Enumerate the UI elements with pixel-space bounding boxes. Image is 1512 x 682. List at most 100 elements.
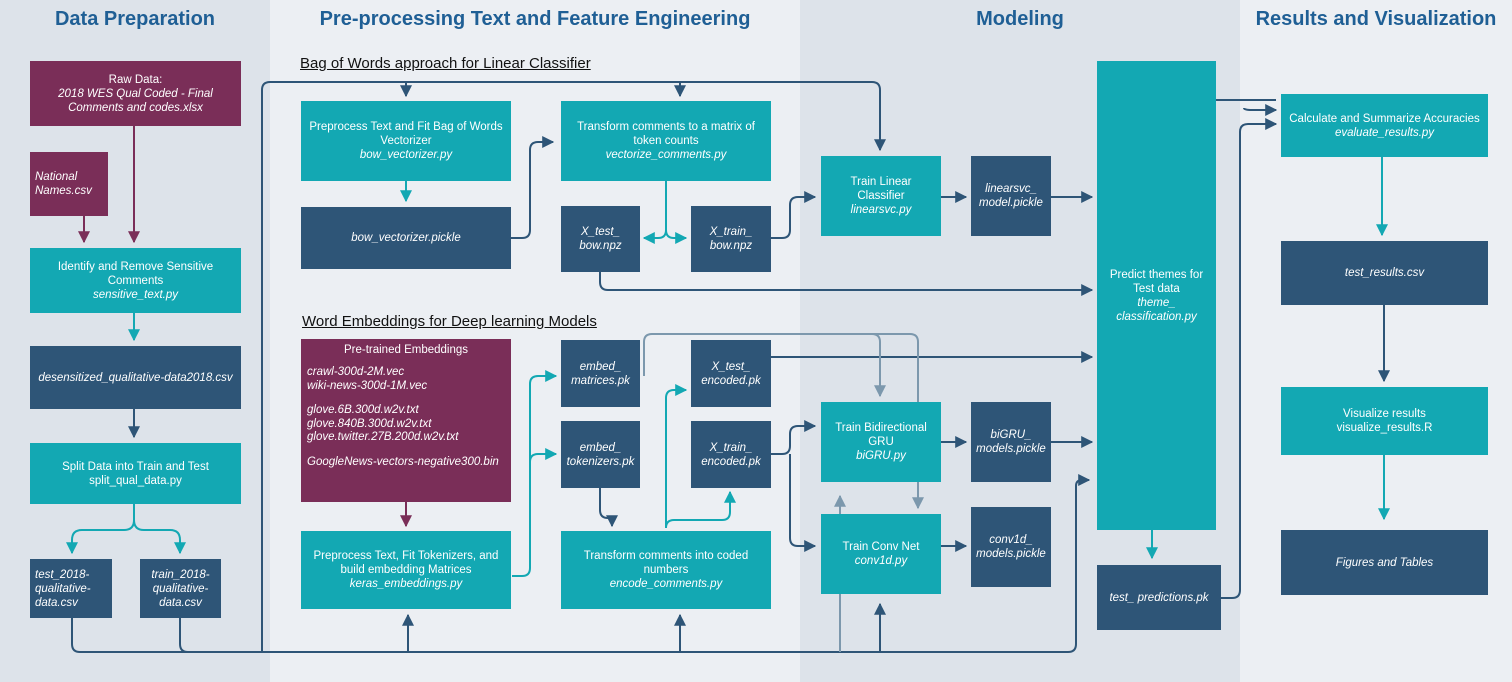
- box-transform-coded-file: encode_comments.py: [609, 578, 723, 590]
- column-title-data-preparation: Data Preparation: [54, 8, 216, 30]
- box-identify-sensitive[interactable]: Identify and Remove Sensitive Comments s…: [30, 248, 241, 313]
- arrow-keras-to-embed-matrices: [512, 370, 558, 577]
- box-test-predictions-file: test_ predictions.pk: [1109, 591, 1209, 604]
- box-test-predictions[interactable]: test_ predictions.pk: [1097, 565, 1221, 630]
- box-train-linear[interactable]: Train Linear Classifier linearsvc.py: [821, 156, 941, 236]
- box-train-csv[interactable]: train_2018-qualitative-data.csv: [140, 559, 221, 618]
- embedding-file-crawl: crawl-300d-2M.vec: [307, 366, 405, 378]
- box-embed-matrices-file: embed_ matrices.pk: [571, 360, 630, 387]
- box-split-data[interactable]: Split Data into Train and Test split_qua…: [30, 443, 241, 504]
- box-visualize-results-title: Visualize results: [1343, 408, 1426, 420]
- box-raw-data-file: 2018 WES Qual Coded - Final Comments and…: [58, 87, 213, 114]
- arrow-transform-coded-to-x-test-encoded: [665, 384, 688, 528]
- arrow-x-train-bow-to-linear: [771, 191, 817, 239]
- box-keras-fit-title: Preprocess Text, Fit Tokenizers, and bui…: [313, 550, 499, 576]
- box-train-csv-file: train_2018-qualitative-data.csv: [151, 568, 210, 609]
- box-calculate-accuracies-file: evaluate_results.py: [1334, 126, 1435, 139]
- box-embed-matrices[interactable]: embed_ matrices.pk: [561, 340, 640, 407]
- box-national-names-file: National Names.csv: [35, 171, 92, 197]
- column-title-results: Results and Visualization: [1255, 8, 1497, 30]
- box-conv1d-models[interactable]: conv1d_ models.pickle: [971, 507, 1051, 587]
- box-bow-pickle-file: bow_vectorizer.pickle: [351, 232, 461, 244]
- box-train-conv[interactable]: Train Conv Net conv1d.py: [821, 514, 941, 594]
- arrow-transform-to-x-test-bow: [642, 181, 667, 244]
- box-split-data-title: Split Data into Train and Test: [62, 460, 209, 473]
- box-pretrained-embeddings[interactable]: Pre-trained Embeddings crawl-300d-2M.vec…: [301, 339, 511, 502]
- box-linearsvc-model[interactable]: linearsvc_ model.pickle: [971, 156, 1051, 236]
- box-bow-fit[interactable]: Preprocess Text and Fit Bag of Words Vec…: [301, 101, 511, 181]
- arrow-x-test-bow-to-predict: [599, 272, 1094, 296]
- arrow-to-calc-top: [1243, 104, 1278, 116]
- bus-train-csv: [179, 474, 1091, 653]
- section-label-word-embeddings: Word Embeddings for Deep learning Models: [302, 313, 597, 330]
- arrow-keras-to-embed-tokenizers: [529, 448, 558, 463]
- arrow-x-train-encoded-to-bigru: [771, 420, 817, 455]
- arrow-transform-to-x-train-bow: [665, 229, 688, 244]
- box-predict-themes-title: Predict themes for Test data: [1109, 268, 1204, 295]
- box-train-conv-file: conv1d.py: [854, 555, 908, 567]
- box-calculate-accuracies[interactable]: Calculate and Summarize Accuracies evalu…: [1281, 94, 1488, 157]
- box-keras-fit[interactable]: Preprocess Text, Fit Tokenizers, and bui…: [301, 531, 511, 609]
- embedding-file-glove-6b: glove.6B.300d.w2v.txt: [307, 404, 419, 416]
- box-bow-pickle[interactable]: bow_vectorizer.pickle: [301, 207, 511, 269]
- arrow-pickle-to-transform-counts: [511, 136, 555, 239]
- box-test-csv-file: test_2018-qualitative-data.csv: [35, 568, 91, 609]
- bus-left-vertical: [261, 81, 886, 652]
- box-test-results[interactable]: test_results.csv: [1281, 241, 1488, 305]
- box-train-bigru-file: biGRU.py: [856, 450, 906, 462]
- box-identify-sensitive-file: sensitive_text.py: [92, 288, 178, 301]
- box-visualize-results-file: visualize_results.R: [1336, 422, 1433, 434]
- box-transform-counts-file: vectorize_comments.py: [605, 149, 727, 161]
- box-train-bigru-title: Train Bidirectional GRU: [835, 422, 927, 448]
- box-figures-tables-file: Figures and Tables: [1335, 556, 1434, 569]
- box-predict-themes[interactable]: Predict themes for Test data theme_ clas…: [1097, 61, 1216, 530]
- column-title-preprocessing: Pre-processing Text and Feature Engineer…: [319, 8, 751, 30]
- box-x-train-bow-file: X_train_ bow.npz: [709, 226, 753, 252]
- box-embed-tokenizers-file: embed_ tokenizers.pk: [566, 441, 635, 468]
- arrow-x-train-encoded-to-conv: [789, 454, 817, 552]
- box-train-bigru[interactable]: Train Bidirectional GRU biGRU.py: [821, 402, 941, 482]
- box-split-data-file: split_qual_data.py: [89, 474, 182, 487]
- column-title-modeling: Modeling: [976, 8, 1064, 30]
- box-predict-themes-file: theme_ classification.py: [1116, 296, 1197, 323]
- box-test-csv[interactable]: test_2018-qualitative-data.csv: [30, 559, 112, 618]
- box-transform-coded-title: Transform comments into coded numbers: [583, 550, 749, 576]
- box-bigru-models[interactable]: biGRU_ models.pickle: [971, 402, 1051, 482]
- box-pretrained-embeddings-title: Pre-trained Embeddings: [343, 344, 468, 356]
- box-calculate-accuracies-title: Calculate and Summarize Accuracies: [1289, 112, 1480, 125]
- box-visualize-results[interactable]: Visualize results visualize_results.R: [1281, 387, 1488, 455]
- box-raw-data-title: Raw Data:: [108, 73, 163, 86]
- box-transform-coded[interactable]: Transform comments into coded numbers en…: [561, 531, 771, 609]
- box-bow-fit-title: Preprocess Text and Fit Bag of Words Vec…: [309, 121, 503, 147]
- box-conv1d-models-file: conv1d_ models.pickle: [976, 534, 1046, 560]
- box-x-test-bow-file: X_test_ bow.npz: [579, 226, 622, 252]
- box-x-test-bow[interactable]: X_test_ bow.npz: [561, 206, 640, 272]
- box-x-train-bow[interactable]: X_train_ bow.npz: [691, 206, 771, 272]
- box-raw-data[interactable]: Raw Data: 2018 WES Qual Coded - Final Co…: [30, 61, 241, 126]
- box-linearsvc-model-file: linearsvc_ model.pickle: [979, 183, 1043, 209]
- box-embed-tokenizers[interactable]: embed_ tokenizers.pk: [561, 421, 640, 488]
- arrow-embed-matrices-to-models: [643, 333, 886, 398]
- box-x-train-encoded[interactable]: X_train_ encoded.pk: [691, 421, 771, 488]
- box-transform-counts[interactable]: Transform comments to a matrix of token …: [561, 101, 771, 181]
- box-national-names[interactable]: National Names.csv: [30, 152, 108, 216]
- bus-test-csv: [71, 618, 262, 653]
- box-desensitized-data-file: desensitized_qualitative-data2018.csv: [38, 371, 233, 384]
- box-bigru-models-file: biGRU_ models.pickle: [976, 429, 1046, 455]
- box-bow-fit-file: bow_vectorizer.py: [359, 149, 453, 161]
- box-figures-tables[interactable]: Figures and Tables: [1281, 530, 1488, 595]
- box-desensitized-data[interactable]: desensitized_qualitative-data2018.csv: [30, 346, 241, 409]
- arrow-split-to-train-csv: [133, 519, 186, 555]
- section-label-bag-of-words: Bag of Words approach for Linear Classif…: [300, 55, 591, 72]
- box-x-test-encoded-file: X_test_ encoded.pk: [701, 360, 761, 387]
- box-keras-fit-file: keras_embeddings.py: [349, 578, 463, 590]
- arrow-transform-coded-to-x-train-encoded: [665, 490, 736, 529]
- box-train-linear-title: Train Linear Classifier: [850, 176, 912, 202]
- box-train-conv-title: Train Conv Net: [842, 541, 920, 553]
- arrow-embed-matrices-to-conv: [872, 333, 924, 510]
- box-x-test-encoded[interactable]: X_test_ encoded.pk: [691, 340, 771, 407]
- arrow-embed-tokenizers-to-transform-coded: [599, 488, 618, 528]
- box-train-linear-file: linearsvc.py: [850, 204, 912, 216]
- arrow-test-predictions-to-calc: [1221, 118, 1278, 599]
